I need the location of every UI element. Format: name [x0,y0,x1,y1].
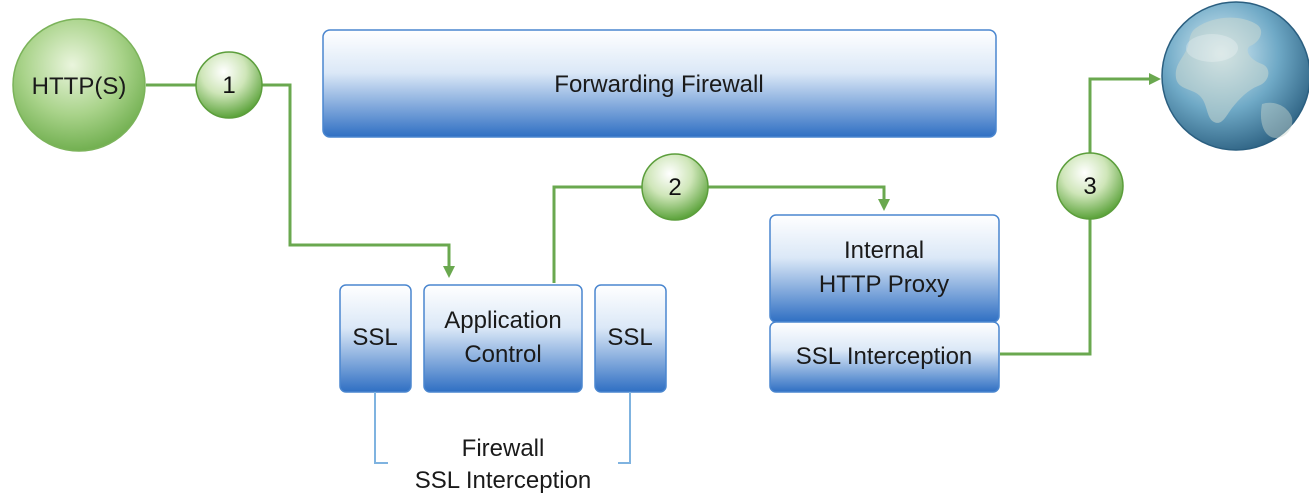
internal-http-proxy-box: Internal HTTP Proxy [769,214,1000,323]
ssl-left-label: SSL [352,324,397,351]
proxy-line2: HTTP Proxy [819,271,949,298]
forwarding-firewall-box: Forwarding Firewall [322,29,997,138]
flow-lines [146,73,1161,356]
firewall-caption-line1: Firewall [462,435,545,462]
step-1-circle: 1 [195,51,263,119]
forwarding-firewall-label: Forwarding Firewall [554,71,763,98]
firewall-caption-line2: SSL Interception [415,467,592,494]
http-client-label: HTTP(S) [32,73,127,100]
http-client-node: HTTP(S) [12,18,146,152]
step-3-label: 3 [1083,173,1096,200]
application-control-line1: Application [444,307,561,334]
proxy-ssl-interception-box: SSL Interception [769,321,1000,393]
flow-line-step2-to-proxy [708,185,890,211]
firewall-ssl-group: SSL Application Control SSL Firewall SSL… [339,284,667,494]
globe-icon [1161,1,1309,151]
ssl-right-label: SSL [607,324,652,351]
ssl-left-box: SSL [339,284,412,393]
step-2-label: 2 [668,174,681,201]
flow-line-step1-to-app-control [262,83,455,278]
flow-line-proxy-to-step3 [1000,218,1092,356]
application-control-box: Application Control [423,284,583,393]
step-2-circle: 2 [641,153,709,221]
ssl-right-box: SSL [594,284,667,393]
application-control-line2: Control [464,341,541,368]
step-3-circle: 3 [1056,152,1124,220]
flow-line-step3-to-internet [1088,73,1161,154]
step-1-label: 1 [222,72,235,99]
caption-backdrop [388,432,618,492]
proxy-ssl-label: SSL Interception [796,343,973,370]
proxy-line1: Internal [844,237,924,264]
flow-line-app-control-to-step2 [552,185,642,283]
